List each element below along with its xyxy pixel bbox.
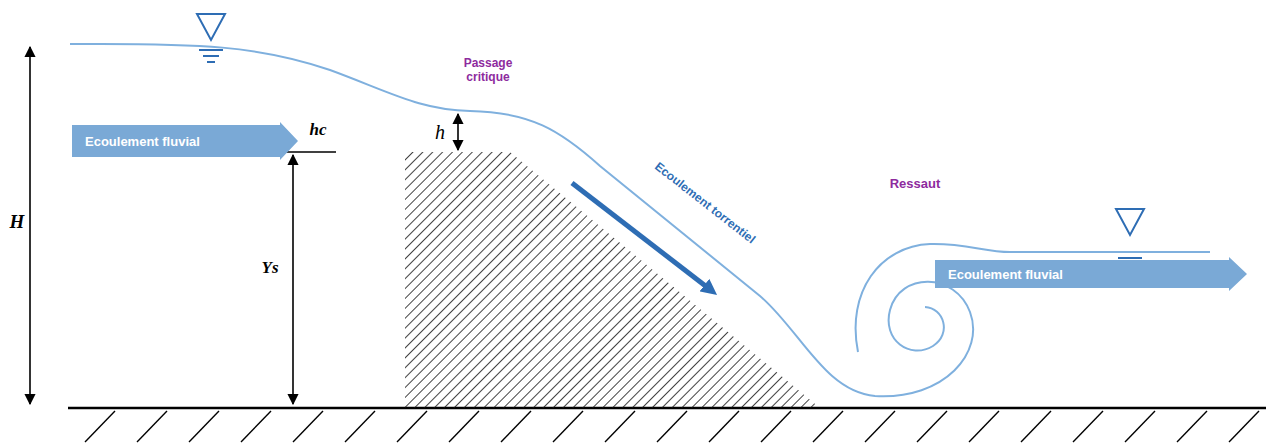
water-level-symbol bbox=[197, 14, 225, 62]
arrow-fill bbox=[935, 257, 1247, 291]
ground-hatch-stroke bbox=[345, 411, 375, 442]
dimension-arrow bbox=[457, 114, 459, 150]
ground-hatch-stroke bbox=[917, 411, 947, 442]
dimension-arrow bbox=[29, 47, 31, 404]
arrow-fill bbox=[72, 122, 298, 160]
flow-label: Ecoulement fluvial bbox=[85, 134, 200, 149]
ground-hatch-stroke bbox=[761, 411, 791, 442]
dimension-label: Ys bbox=[262, 258, 279, 278]
flow-label: Ecoulement fluvial bbox=[948, 267, 1063, 282]
ground-hatch-stroke bbox=[293, 411, 323, 442]
flow-direction-arrow: Ecoulement fluvial bbox=[72, 122, 298, 160]
label-holder: Passage critique bbox=[449, 56, 527, 85]
ground-hatch-stroke bbox=[709, 411, 739, 442]
ground-hatch-stroke bbox=[813, 411, 843, 442]
ground-hatch bbox=[85, 411, 1259, 442]
label-holder: Ressaut bbox=[890, 176, 941, 192]
dimension-label: H bbox=[10, 211, 25, 234]
ground-hatch-stroke bbox=[449, 411, 479, 442]
ground-hatch-stroke bbox=[397, 411, 427, 442]
ground-hatch-stroke bbox=[241, 411, 271, 442]
flow-label: Ecoulement torrentiel bbox=[652, 159, 758, 246]
ground-hatch-stroke bbox=[969, 411, 999, 442]
ground-hatch-stroke bbox=[85, 411, 115, 442]
ground-hatch-stroke bbox=[1021, 411, 1051, 442]
ground-hatch-stroke bbox=[189, 411, 219, 442]
ground-hatch-stroke bbox=[501, 411, 531, 442]
dimension-label: h bbox=[435, 120, 445, 144]
ground-hatch-stroke bbox=[137, 411, 167, 442]
dimension-label: hc bbox=[310, 120, 327, 140]
ground-hatch-stroke bbox=[657, 411, 687, 442]
flow-direction-arrow: Ecoulement fluvial bbox=[935, 257, 1247, 291]
ground-hatch-stroke bbox=[1229, 411, 1259, 442]
label-holder: Ecoulement torrentiel bbox=[652, 159, 758, 246]
label-holder: Ys bbox=[262, 258, 279, 278]
crest-level-line bbox=[283, 151, 336, 152]
label-holder: hc bbox=[310, 120, 327, 140]
ground-hatch-stroke bbox=[1177, 411, 1207, 442]
annotation: Ressaut bbox=[890, 176, 941, 192]
dimension-arrow bbox=[292, 155, 294, 404]
ground-hatch-stroke bbox=[553, 411, 583, 442]
ground-hatch-stroke bbox=[1073, 411, 1103, 442]
label-holder: H bbox=[10, 211, 25, 234]
label-holder: h bbox=[435, 120, 445, 144]
annotation: Passage critique bbox=[449, 56, 527, 85]
weir-body bbox=[405, 152, 820, 408]
ground-hatch-stroke bbox=[1125, 411, 1155, 442]
water-surface bbox=[70, 44, 973, 396]
ground-hatch-stroke bbox=[605, 411, 635, 442]
ground-hatch-stroke bbox=[865, 411, 895, 442]
